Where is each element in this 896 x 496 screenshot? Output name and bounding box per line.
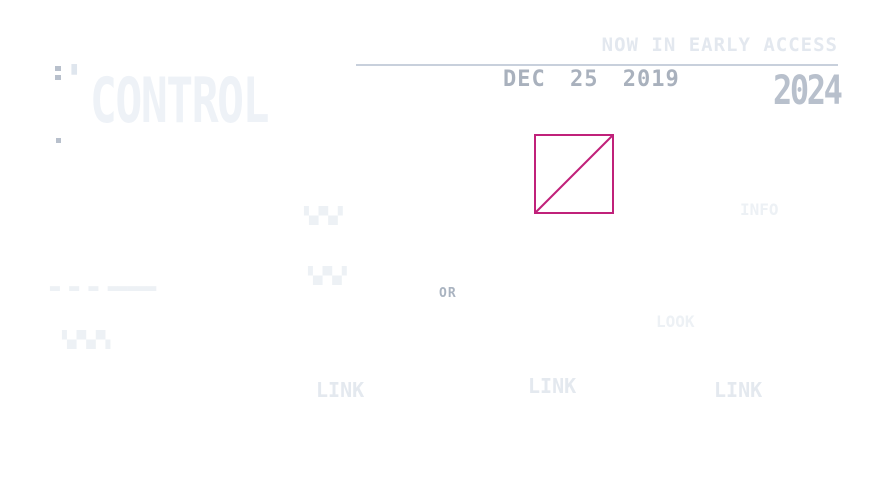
row2-left-bar: ▂ ▂ ▂ ▂▂▂▂▂: [50, 272, 156, 291]
bullet-dot-icon: [56, 138, 61, 143]
image-placeholder: [534, 134, 614, 214]
row3-left-label: ▚▞▚▞▚: [62, 330, 111, 349]
row3-right-label: LOOK: [656, 312, 695, 331]
placeholder-diagonal: [534, 134, 614, 214]
placeholder-frame: [534, 134, 614, 214]
row1-right-label: INFO: [740, 200, 779, 219]
header-divider: [356, 64, 838, 66]
footer-link-2[interactable]: LINK: [528, 374, 577, 398]
page-title: CONTROL: [90, 64, 269, 137]
footer-link-3[interactable]: LINK: [714, 378, 763, 402]
row1-center-label: ▚▞▚▞: [304, 206, 343, 225]
year-badge: 2024: [773, 68, 843, 114]
or-separator: OR: [439, 286, 457, 301]
row2-mid-label: ▚▞▚▞: [308, 266, 347, 285]
menu-dots-icon[interactable]: [55, 66, 61, 80]
footer-link-1[interactable]: LINK: [316, 378, 365, 402]
date-label: DEC 25 2019: [503, 67, 680, 92]
top-caption: NOW IN EARLY ACCESS: [601, 34, 838, 56]
title-mark: ▝: [66, 65, 77, 86]
